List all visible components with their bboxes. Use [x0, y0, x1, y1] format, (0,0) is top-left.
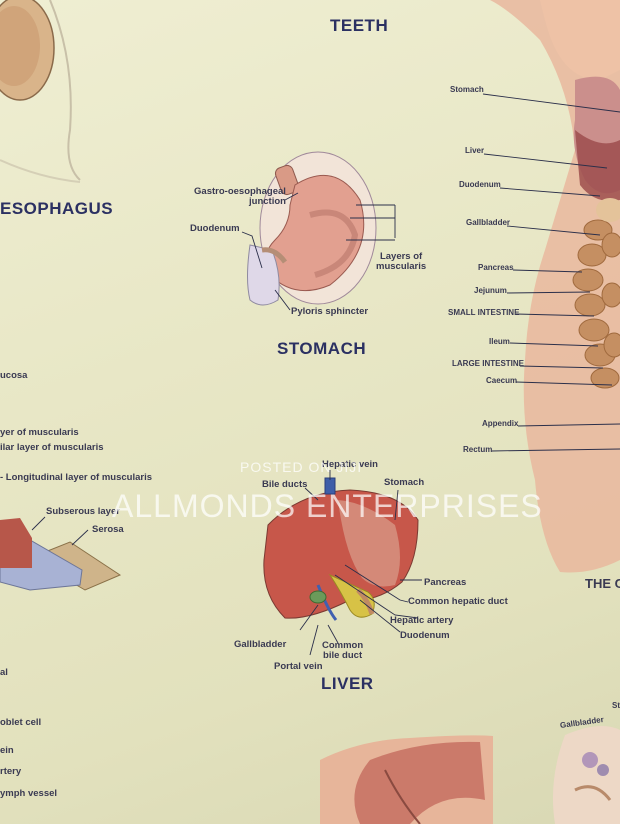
bottom-organ-illustration [320, 735, 493, 824]
teeth-heading: TEETH [330, 16, 389, 35]
label-pyloris-sphincter: Pyloris sphincter [291, 306, 369, 317]
label-body-liver: Liver [465, 146, 485, 155]
label-longitudinal-layer: - Longitudinal layer of muscularis [0, 472, 153, 483]
watermark-enterprise: ALLMONDS ENTERPRISES [112, 488, 543, 524]
bottom-right-illustration [552, 726, 620, 824]
label-hepatic-vein: Hepatic vein [322, 459, 378, 470]
label-subserous-layer: Subserous layer [46, 506, 120, 517]
liver-heading: LIVER [321, 674, 374, 693]
label-serosa: Serosa [92, 524, 124, 535]
label-body-gallbladder: Gallbladder [466, 218, 511, 227]
label-pancreas: Pancreas [424, 577, 467, 588]
body-heading-partial: THE C [585, 576, 620, 591]
oesophagus-heading: ESOPHAGUS [0, 199, 114, 218]
label-liver-duodenum: Duodenum [400, 630, 450, 641]
label-stomach-duodenum: Duodenum [190, 223, 240, 234]
watermark-posted-on: POSTED ON JIJI [240, 459, 363, 475]
oesophagus-top-illustration [0, 0, 81, 183]
body-torso-illustration [490, 0, 620, 573]
label-body-large-intestine: LARGE INTESTINE [452, 359, 525, 368]
body-leader-lines [482, 93, 620, 452]
stomach-illustration [247, 151, 377, 306]
label-layer-muscularis: yer of muscularis [0, 427, 79, 438]
label-mucosa: ucosa [0, 370, 28, 381]
label-gastro-junction: Gastro-oesophageal junction [194, 186, 286, 208]
stomach-leader-lines [241, 192, 396, 311]
label-hepatic-artery: Hepatic artery [390, 615, 454, 626]
oesophagus-layers-illustration [0, 516, 122, 591]
label-body-stomach: Stomach [450, 85, 484, 94]
label-body-appendix: Appendix [482, 419, 519, 428]
liver-leader-lines [299, 470, 422, 656]
label-goblet-cell: oblet cell [0, 717, 42, 728]
label-body-ileum: Ileum [489, 337, 510, 346]
label-gallbladder: Gallbladder [234, 639, 287, 650]
label-layers-muscularis: Layers of muscularis [376, 251, 427, 273]
label-circular-layer: ilar layer of muscularis [0, 442, 104, 453]
label-body-jejunum: Jejunum [474, 286, 507, 295]
label-liver-stomach: Stomach [384, 477, 425, 488]
label-body-caecum: Caecum [486, 376, 518, 385]
label-common-bile-duct: Common bile duct [322, 640, 364, 662]
label-bottom-st: St [612, 701, 620, 710]
label-body-rectum: Rectum [463, 445, 493, 454]
label-portal-vein: Portal vein [274, 661, 323, 672]
label-common-hepatic-duct: Common hepatic duct [408, 596, 508, 607]
label-vein: ein [0, 745, 14, 756]
label-artery: rtery [0, 766, 22, 777]
label-body-pancreas: Pancreas [478, 263, 514, 272]
label-al: al [0, 667, 8, 678]
label-body-duodenum: Duodenum [459, 180, 501, 189]
label-body-small-intestine: SMALL INTESTINE [448, 308, 520, 317]
stomach-heading: STOMACH [277, 339, 367, 358]
label-lymph-vessel: ymph vessel [0, 788, 58, 799]
label-bile-ducts: Bile ducts [262, 479, 308, 490]
